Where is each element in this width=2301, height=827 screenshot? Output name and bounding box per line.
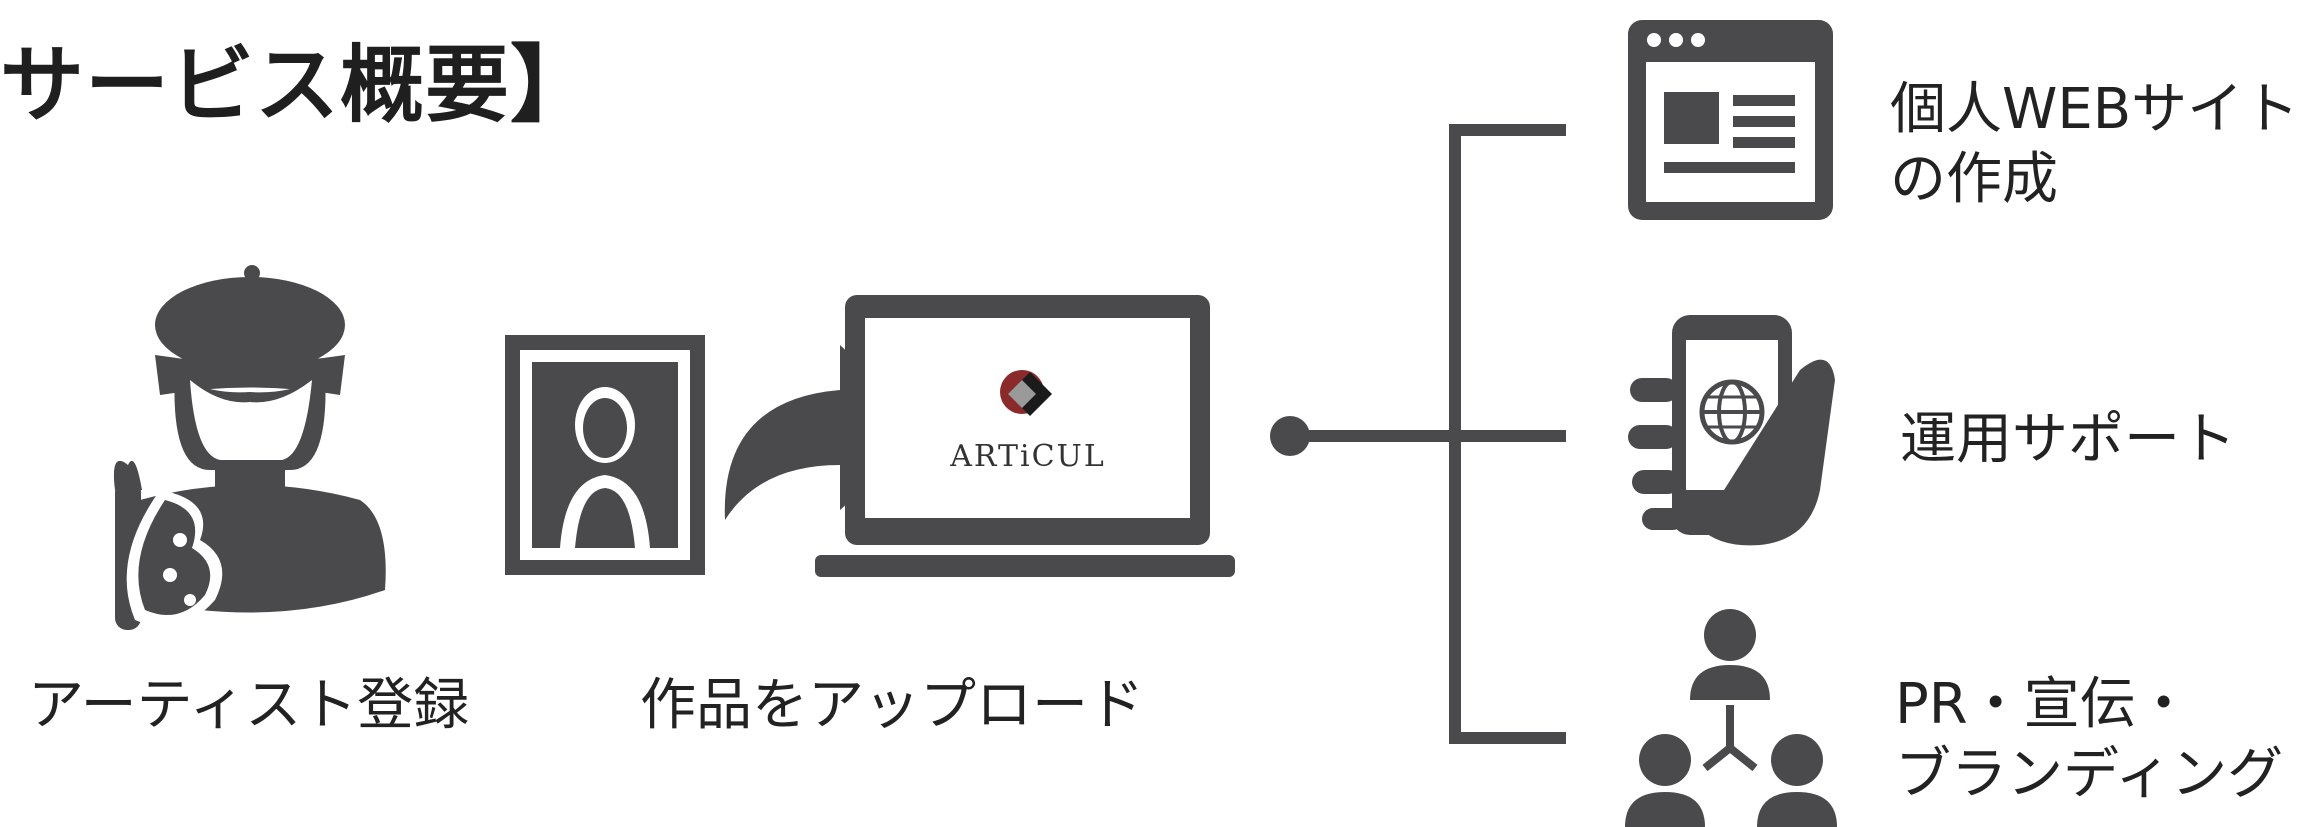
service-website: 個人WEBサイト の作成 [1890, 75, 2299, 215]
service-website-line1: 個人WEBサイト [1890, 77, 2300, 142]
service-pr-line2: ブランディング [1895, 742, 2284, 807]
connector-tree [1290, 124, 1566, 744]
team-network-icon [1625, 609, 1837, 827]
service-website-line2: の作成 [1890, 147, 2058, 212]
service-pr-line1: PR・宣伝・ [1895, 672, 2192, 737]
connector-dot [1270, 416, 1310, 456]
smartphone-globe-icon [1628, 315, 1835, 546]
service-operation-support: 運用サポート [1900, 407, 2236, 472]
framed-portrait-icon [505, 335, 705, 575]
artist-registration-label: アーティスト登録 [28, 673, 470, 738]
page-title: サービス概要】 [0, 36, 596, 134]
upload-works-label: 作品をアップロード [640, 673, 1144, 738]
browser-window-icon [1628, 20, 1833, 220]
service-pr-branding: PR・宣伝・ ブランディング [1895, 670, 2283, 810]
brand-name: ARTiCUL [949, 439, 1106, 474]
artist-icon [113, 265, 386, 630]
laptop-icon: ARTiCUL [815, 295, 1235, 577]
brand-logo [1000, 370, 1052, 416]
